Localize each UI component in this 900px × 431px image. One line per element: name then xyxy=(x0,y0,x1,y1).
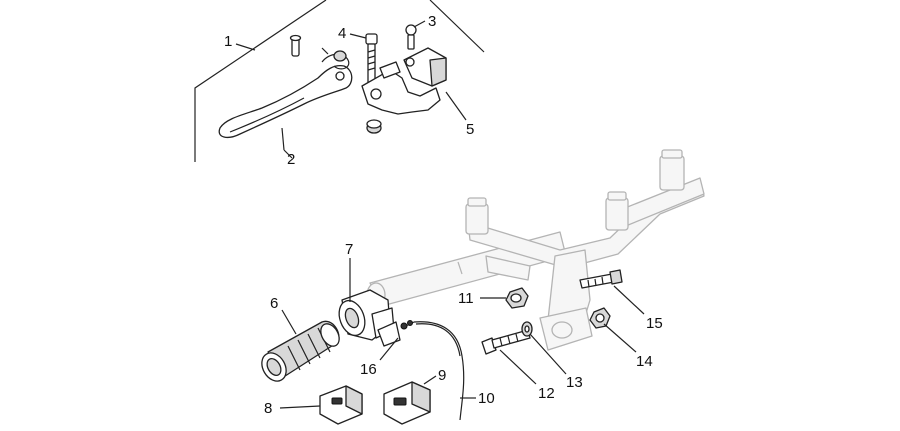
bolt-4 xyxy=(365,33,378,85)
nut-14 xyxy=(589,307,611,329)
washer-13 xyxy=(521,321,533,337)
callout-6: 6 xyxy=(270,295,278,312)
callout-7: 7 xyxy=(345,241,353,258)
callout-4: 4 xyxy=(338,25,346,42)
callout-12: 12 xyxy=(538,385,555,402)
bolt-15 xyxy=(579,269,623,289)
switch-8 xyxy=(319,385,363,425)
callout-5: 5 xyxy=(466,121,474,138)
screw-3 xyxy=(405,24,417,50)
callout-10: 10 xyxy=(478,390,495,407)
lever-holder xyxy=(361,47,447,115)
switch-9 xyxy=(383,381,431,425)
callout-14: 14 xyxy=(636,353,653,370)
callout-9: 9 xyxy=(438,367,446,384)
callout-3: 3 xyxy=(428,13,436,30)
callout-11: 11 xyxy=(458,290,474,307)
throttle-housing xyxy=(338,289,401,347)
throttle-cable xyxy=(407,320,465,421)
callout-15: 15 xyxy=(646,315,663,332)
callout-2: 2 xyxy=(287,151,295,168)
nut-11 xyxy=(505,287,529,309)
callout-1: 1 xyxy=(224,33,232,50)
holder-nut xyxy=(366,119,382,134)
brake-lever xyxy=(218,64,353,139)
lever-pin xyxy=(289,34,302,57)
lever-group-bracket xyxy=(194,0,485,162)
bolt-12 xyxy=(481,329,531,355)
throttle-grip xyxy=(261,320,340,382)
handlebar-frame xyxy=(366,149,705,351)
callout-13: 13 xyxy=(566,374,583,391)
lever-spring xyxy=(321,47,350,70)
callout-16: 16 xyxy=(360,361,377,378)
leader-lines xyxy=(235,20,645,409)
callout-numbers: 1 2 3 4 5 6 7 8 9 10 11 12 13 14 15 16 xyxy=(224,13,663,417)
callout-8: 8 xyxy=(264,400,272,417)
